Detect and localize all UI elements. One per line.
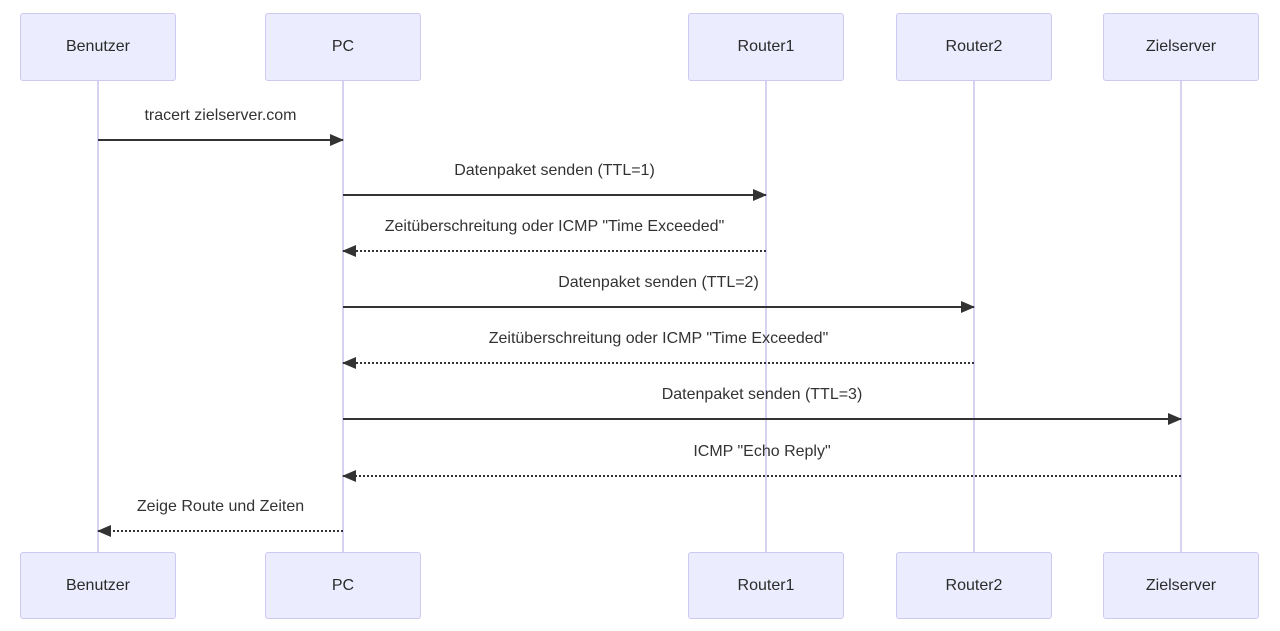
message-label: Datenpaket senden (TTL=1): [454, 162, 655, 179]
message-label: Zeitüberschreitung oder ICMP "Time Excee…: [384, 218, 725, 235]
actor-benutzer-bottom: Benutzer: [20, 552, 176, 619]
lifeline-benutzer: [97, 81, 99, 553]
actor-router2-bottom: Router2: [896, 552, 1052, 619]
message-arrow: [342, 470, 1181, 482]
actor-router2-top: Router2: [896, 13, 1052, 81]
arrowhead-left-icon: [97, 525, 111, 537]
actor-pc-bottom: PC: [265, 552, 421, 619]
actor-router1-bottom: Router1: [688, 552, 844, 619]
message-label: Zeige Route und Zeiten: [136, 498, 305, 515]
message-arrow: [98, 134, 344, 146]
actor-zielserver-top: Zielserver: [1103, 13, 1259, 81]
actor-benutzer-top: Benutzer: [20, 13, 176, 81]
arrowhead-left-icon: [342, 357, 356, 369]
message-arrow: [342, 245, 766, 257]
message-arrow: [343, 301, 975, 313]
actor-zielserver-bottom: Zielserver: [1103, 552, 1259, 619]
message-label: ICMP "Echo Reply": [693, 443, 831, 460]
message-arrow: [343, 413, 1182, 425]
message-label: Datenpaket senden (TTL=2): [558, 274, 759, 291]
arrowhead-left-icon: [342, 470, 356, 482]
actor-pc-top: PC: [265, 13, 421, 81]
message-label: Datenpaket senden (TTL=3): [661, 386, 863, 403]
message-arrow: [342, 357, 974, 369]
message-arrow: [97, 525, 343, 537]
lifeline-pc: [342, 81, 344, 553]
actor-router1-top: Router1: [688, 13, 844, 81]
message-arrow: [343, 189, 767, 201]
lifeline-zielserver: [1180, 81, 1182, 553]
arrowhead-right-icon: [330, 134, 344, 146]
arrowhead-left-icon: [342, 245, 356, 257]
arrowhead-right-icon: [1168, 413, 1182, 425]
arrowhead-right-icon: [961, 301, 975, 313]
lifeline-router2: [973, 81, 975, 553]
message-label: tracert zielserver.com: [144, 107, 297, 124]
lifeline-router1: [765, 81, 767, 553]
message-label: Zeitüberschreitung oder ICMP "Time Excee…: [488, 330, 829, 347]
arrowhead-right-icon: [753, 189, 767, 201]
